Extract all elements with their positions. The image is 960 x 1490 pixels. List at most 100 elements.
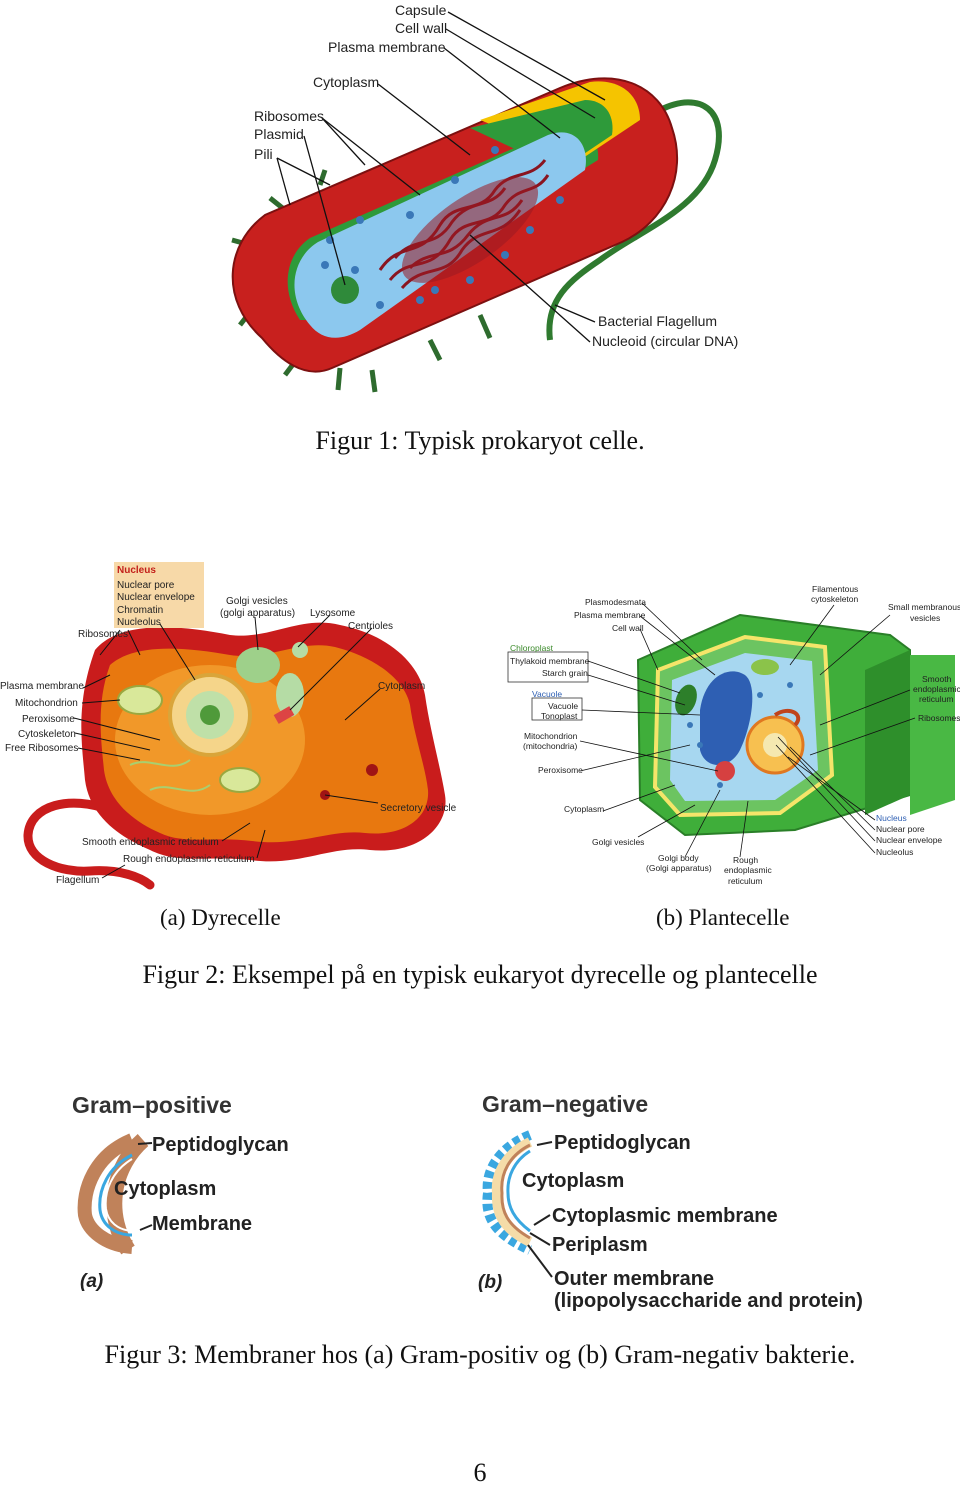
label-pili: Pili bbox=[254, 146, 273, 162]
plant-label-vacuole: Vacuole bbox=[532, 689, 562, 699]
plasmid-shape bbox=[331, 276, 359, 304]
label-plasma-membrane: Plasma membrane bbox=[328, 39, 446, 55]
prokaryote-figure: Capsule Cell wall Plasma membrane Cytopl… bbox=[231, 2, 738, 393]
animal-label-nucleus: Nucleus bbox=[117, 565, 156, 576]
animal-golgi bbox=[236, 647, 280, 683]
plant-label-cytoplasm: Cytoplasm bbox=[564, 804, 604, 814]
animal-label-lysosome: Lysosome bbox=[310, 608, 356, 619]
figure1-caption: Figur 1: Typisk prokaryot celle. bbox=[315, 426, 645, 455]
gram-negative-title: Gram–negative bbox=[482, 1091, 648, 1117]
gram-positive-membrane-label: Membrane bbox=[152, 1213, 252, 1235]
label-flagellum: Bacterial Flagellum bbox=[598, 313, 717, 329]
animal-flagellum-shape bbox=[23, 798, 155, 890]
plant-label-smooth-1: Smooth bbox=[922, 674, 952, 684]
animal-label-flagellum: Flagellum bbox=[56, 875, 99, 886]
plant-label-filamentous-1: Filamentous bbox=[812, 584, 858, 594]
animal-mitochondrion-1 bbox=[117, 685, 163, 715]
plant-label-mitochondria: (mitochondria) bbox=[523, 741, 577, 751]
animal-label-nuclear-pore: Nuclear pore bbox=[117, 580, 175, 591]
plant-label-nuclear-pore: Nuclear pore bbox=[876, 824, 925, 834]
animal-lysosome bbox=[292, 642, 308, 658]
page-number: 6 bbox=[473, 1458, 487, 1487]
gram-negative-tag: (b) bbox=[478, 1272, 502, 1293]
animal-label-free-ribosomes: Free Ribosomes bbox=[5, 743, 78, 754]
gram-negative-periplasm bbox=[491, 1137, 533, 1247]
plant-cell-figure: Plasmodesmata Plasma membrane Cell wall … bbox=[507, 584, 960, 886]
animal-label-ribosomes: Ribosomes bbox=[78, 629, 128, 640]
animal-mitochondrion-2 bbox=[219, 767, 261, 793]
plant-label-plasmodesmata: Plasmodesmata bbox=[585, 597, 646, 607]
label-nucleoid: Nucleoid (circular DNA) bbox=[592, 333, 738, 349]
plant-vacuole bbox=[700, 671, 753, 765]
figure3-caption: Figur 3: Membraner hos (a) Gram-positiv … bbox=[104, 1340, 856, 1369]
plant-label-rough-2: endoplasmic bbox=[724, 865, 772, 875]
gram-negative-outer-membrane bbox=[482, 1130, 533, 1255]
gram-figure: Gram–positive Peptidoglycan Cytoplasm Me… bbox=[72, 1091, 863, 1312]
gram-negative-peptidoglycan bbox=[500, 1143, 531, 1240]
animal-label-peroxisome: Peroxisome bbox=[22, 714, 75, 725]
animal-centrioles bbox=[273, 706, 295, 724]
label-ribosomes: Ribosomes bbox=[254, 108, 324, 124]
gram-positive-title: Gram–positive bbox=[72, 1092, 232, 1118]
animal-label-golgi-apparatus: (golgi apparatus) bbox=[220, 608, 295, 619]
plant-label-plasma-membrane: Plasma membrane bbox=[574, 610, 646, 620]
animal-label-golgi-vesicles: Golgi vesicles bbox=[226, 596, 288, 607]
plant-label-ribosomes: Ribosomes bbox=[918, 713, 960, 723]
gram-negative-outer-membrane-label: Outer membrane bbox=[554, 1268, 714, 1290]
plant-label-nucleus: Nucleus bbox=[876, 813, 907, 823]
animal-label-cytoplasm: Cytoplasm bbox=[378, 681, 425, 692]
animal-label-mitochondrion: Mitochondrion bbox=[15, 698, 78, 709]
plant-label-mitochondrion: Mitochondrion bbox=[524, 731, 578, 741]
gram-negative-cyto-membrane-label: Cytoplasmic membrane bbox=[552, 1205, 778, 1227]
plant-label-rough-1: Rough bbox=[733, 855, 758, 865]
gram-negative-cytoplasmic-membrane bbox=[506, 1149, 531, 1233]
label-capsule: Capsule bbox=[395, 2, 447, 18]
plant-label-smooth-3: reticulum bbox=[919, 694, 953, 704]
animal-label-nucleolus: Nucleolus bbox=[117, 617, 161, 628]
animal-label-cytoskeleton: Cytoskeleton bbox=[18, 729, 76, 740]
plant-label-starch: Starch grain bbox=[542, 668, 588, 678]
plant-label-golgi-apparatus: (Golgi apparatus) bbox=[646, 863, 712, 873]
label-cytoplasm: Cytoplasm bbox=[313, 74, 379, 90]
plant-label-golgi-body: Golgi body bbox=[658, 853, 699, 863]
animal-secretory-vesicle bbox=[366, 764, 378, 776]
gram-positive-peptidoglycan bbox=[106, 1134, 149, 1255]
gram-negative-peptidoglycan-label: Peptidoglycan bbox=[554, 1132, 691, 1154]
plant-label-chloroplast: Chloroplast bbox=[510, 643, 554, 653]
plant-label-small-vesicles-2: vesicles bbox=[910, 613, 940, 623]
bacterial-flagellum-shape bbox=[546, 99, 722, 341]
gram-positive-tag: (a) bbox=[80, 1271, 103, 1292]
plant-label-rough-3: reticulum bbox=[728, 876, 762, 886]
figure2-caption: Figur 2: Eksempel på en typisk eukaryot … bbox=[142, 960, 818, 989]
plant-label-nuclear-envelope: Nuclear envelope bbox=[876, 835, 942, 845]
plant-mitochondrion bbox=[715, 761, 735, 781]
gram-negative-cytoplasm-label: Cytoplasm bbox=[522, 1170, 624, 1192]
plant-label-peroxisome: Peroxisome bbox=[538, 765, 583, 775]
plant-label-cell-wall: Cell wall bbox=[612, 623, 644, 633]
gram-positive-membrane bbox=[98, 1153, 133, 1237]
plant-label-nucleolus: Nucleolus bbox=[876, 847, 913, 857]
animal-label-plasma-membrane: Plasma membrane bbox=[0, 681, 84, 692]
nucleoid-blob bbox=[401, 177, 539, 283]
gram-positive-cytoplasm-label: Cytoplasm bbox=[114, 1178, 216, 1200]
plant-label-vacuole2: Vacuole bbox=[548, 701, 578, 711]
subcaption-b: (b) Plantecelle bbox=[656, 905, 790, 930]
gram-negative-periplasm-label: Periplasm bbox=[552, 1234, 648, 1256]
animal-label-chromatin: Chromatin bbox=[117, 605, 163, 616]
plant-label-filamentous-2: cytoskeleton bbox=[811, 594, 859, 604]
plant-chloroplast bbox=[675, 684, 697, 716]
gram-positive-peptidoglycan-label: Peptidoglycan bbox=[152, 1134, 289, 1156]
plant-label-golgi-vesicles: Golgi vesicles bbox=[592, 837, 644, 847]
animal-label-secretory-vesicle: Secretory vesicle bbox=[380, 803, 457, 814]
subcaption-a: (a) Dyrecelle bbox=[160, 905, 281, 930]
animal-label-rough-er: Rough endoplasmic reticulum bbox=[123, 854, 255, 865]
plant-label-thylakoid: Thylakoid membrane bbox=[510, 656, 590, 666]
animal-cell-figure: Nucleus Nuclear pore Nuclear envelope Ch… bbox=[0, 562, 457, 890]
plant-label-small-vesicles-1: Small membranous bbox=[888, 602, 960, 612]
animal-label-centrioles: Centrioles bbox=[348, 621, 393, 632]
animal-label-smooth-er: Smooth endoplasmic reticulum bbox=[82, 837, 219, 848]
gram-negative-outer-membrane-detail: (lipopolysaccharide and protein) bbox=[554, 1290, 863, 1312]
plant-label-smooth-2: endoplasmic bbox=[913, 684, 960, 694]
animal-label-nuclear-envelope: Nuclear envelope bbox=[117, 592, 195, 603]
plant-label-tonoplast: Tonoplast bbox=[541, 711, 578, 721]
